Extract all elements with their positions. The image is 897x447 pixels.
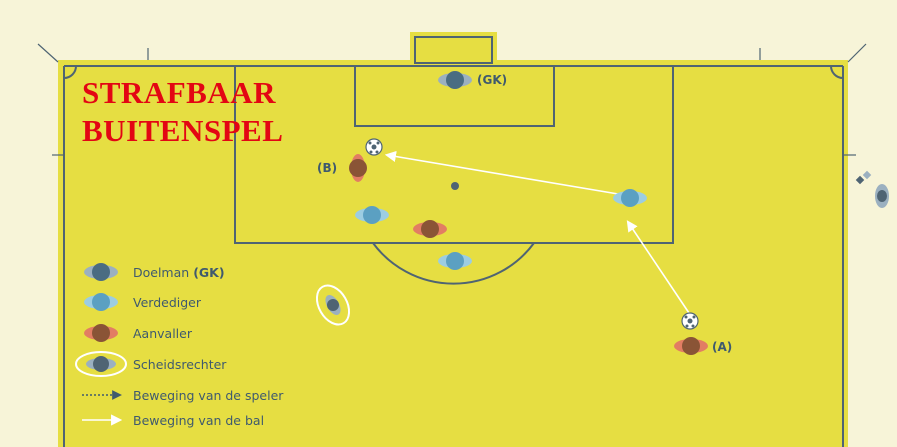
legend-referee-label: Scheidsrechter	[133, 357, 227, 372]
title-line-2: BUITENSPEL	[82, 112, 283, 150]
ball-icon	[366, 139, 382, 155]
legend-defender-label: Verdediger	[133, 295, 202, 310]
assistant-referee	[856, 171, 889, 208]
goalkeeper-label: (GK)	[477, 73, 507, 87]
legend-goalkeeper-label: Doelman (GK)	[133, 265, 225, 280]
legend-player-movement-label: Beweging van de speler	[133, 388, 284, 403]
ball-icon	[682, 313, 698, 329]
title-line-1: STRAFBAAR	[82, 74, 283, 112]
legend-ball-movement-label: Beweging van de bal	[133, 413, 264, 428]
attacker-a-label: (A)	[712, 340, 732, 354]
diagram-title: STRAFBAAR BUITENSPEL	[82, 74, 283, 150]
penalty-spot	[451, 182, 459, 190]
legend-attacker-label: Aanvaller	[133, 326, 193, 341]
attacker-b-label: (B)	[317, 161, 337, 175]
